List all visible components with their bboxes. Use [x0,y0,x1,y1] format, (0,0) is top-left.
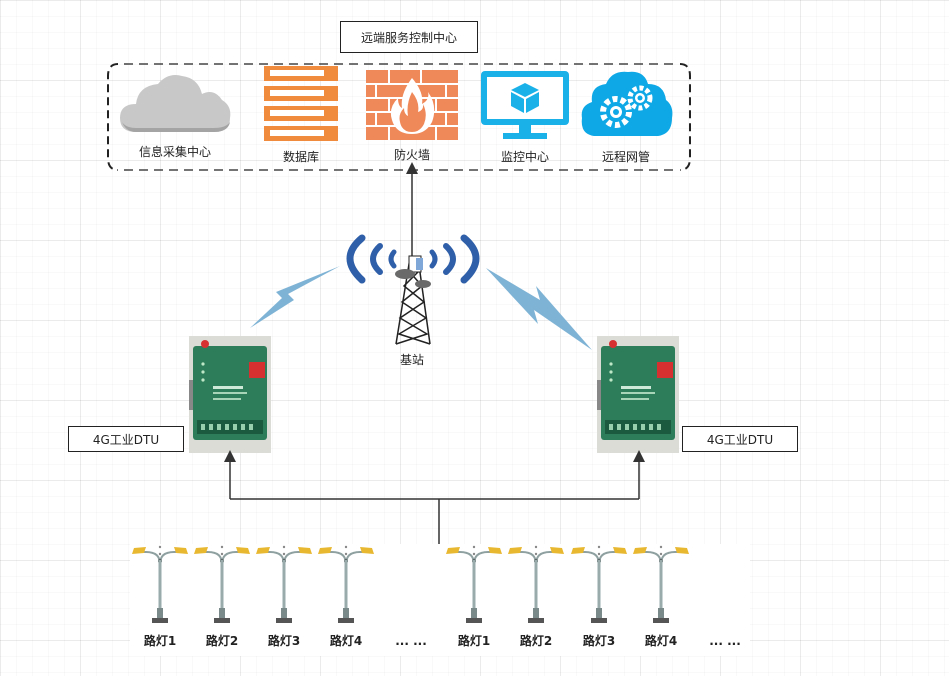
wireless-link-right-icon [486,268,592,350]
service-label-database: 数据库 [282,150,319,164]
dtu-label-left: 4G工业DTU [68,426,184,452]
cloud-icon [120,75,231,132]
street-lamp-icon [318,545,374,623]
service-label-remote-management: 远程网管 [601,150,650,164]
lamp-ellipsis-left: ... ... [395,634,427,648]
street-lamp-panel [130,544,750,656]
lamp-label-left-1: 路灯1 [143,634,177,648]
wireless-link-left-icon [250,266,340,328]
lamp-label-left-2: 路灯2 [205,634,239,648]
base-station-tower-icon [346,234,480,345]
lamp-label-right-1: 路灯1 [457,634,491,648]
street-lamp-icon [446,545,502,623]
service-center-container [107,63,691,171]
gear-cloud-icon [581,71,673,136]
dtu-device-right-icon [597,336,679,453]
dtu-device-left-icon [189,336,271,453]
base-station-label: 基站 [399,353,424,367]
street-lamp-icon [132,545,188,623]
lamp-label-left-4: 路灯4 [329,634,363,648]
lamp-label-left-3: 路灯3 [267,634,301,648]
monitor-icon [481,71,569,139]
tower-to-firewall-arrow [406,162,418,262]
lamp-label-right-2: 路灯2 [519,634,553,648]
dtu-label-right: 4G工业DTU [682,426,798,452]
lamp-label-right-4: 路灯4 [644,634,678,648]
street-lamp-icon [508,545,564,623]
database-icon [264,66,338,141]
service-center-title: 远端服务控制中心 [340,21,478,53]
lamp-ellipsis-right: ... ... [709,634,741,648]
service-label-monitor: 监控中心 [500,150,549,164]
service-label-firewall: 防火墙 [393,148,430,162]
lamp-label-right-3: 路灯3 [582,634,616,648]
street-lamp-icon [194,545,250,623]
street-lamp-icon [571,545,627,623]
street-lamp-icon [256,545,312,623]
street-lamp-icon [633,545,689,623]
service-label-collection: 信息采集中心 [138,145,211,159]
firewall-icon [366,70,458,140]
